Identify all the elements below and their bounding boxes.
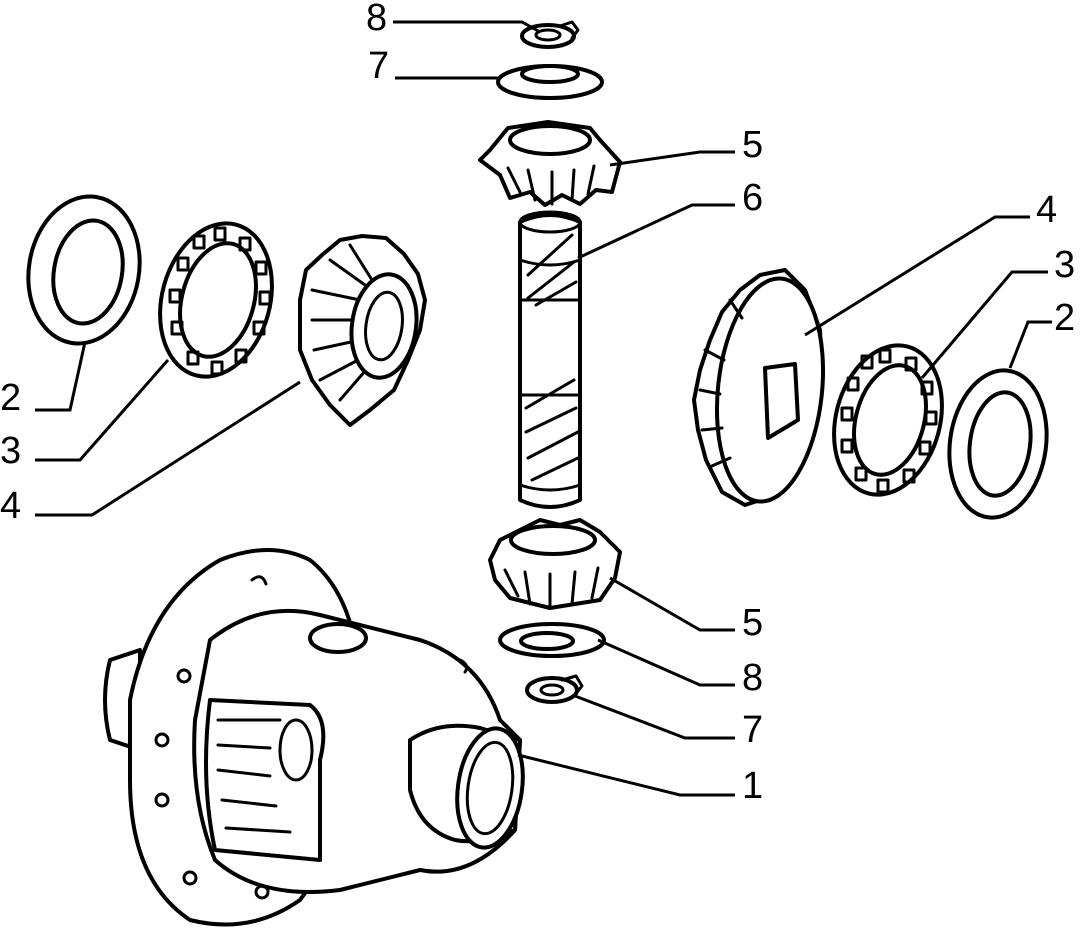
callout-left-side-gear: 4	[0, 485, 21, 527]
callout-shaft: 6	[742, 177, 763, 219]
callout-bottom-lock: 7	[742, 709, 763, 751]
left-side-gear	[298, 234, 427, 427]
callout-left-shim: 2	[0, 377, 21, 419]
pinion-shaft	[518, 210, 582, 509]
callout-top-washer: 7	[368, 45, 389, 87]
left-roller-bearing	[158, 221, 274, 379]
right-roller-bearing	[832, 343, 944, 497]
right-side-gear	[692, 268, 826, 507]
bottom-lock-clip	[525, 674, 584, 704]
bottom-thrust-washer	[498, 622, 606, 658]
bottom-pinion-gear	[488, 518, 622, 610]
callout-top-lock: 8	[366, 0, 387, 39]
leader-lines	[35, 20, 1052, 797]
callout-bottom-washer: 8	[742, 657, 763, 699]
left-shim-ring	[26, 194, 142, 346]
top-thrust-washer	[496, 64, 604, 100]
callout-top-pinion: 5	[742, 124, 763, 166]
differential-housing	[103, 548, 525, 927]
callout-labels: 8 7 5 6 4 3 2 2 3 4 5 8 7 1	[0, 0, 1075, 807]
callout-left-bearing: 3	[0, 430, 21, 472]
callout-right-side-gear: 4	[1036, 189, 1057, 231]
top-pinion-gear	[478, 120, 622, 207]
callout-right-bearing: 3	[1054, 244, 1075, 286]
right-shim-ring	[947, 368, 1049, 520]
callout-bottom-pinion: 5	[742, 602, 763, 644]
callout-right-shim: 2	[1054, 297, 1075, 339]
callout-housing: 1	[742, 765, 763, 807]
